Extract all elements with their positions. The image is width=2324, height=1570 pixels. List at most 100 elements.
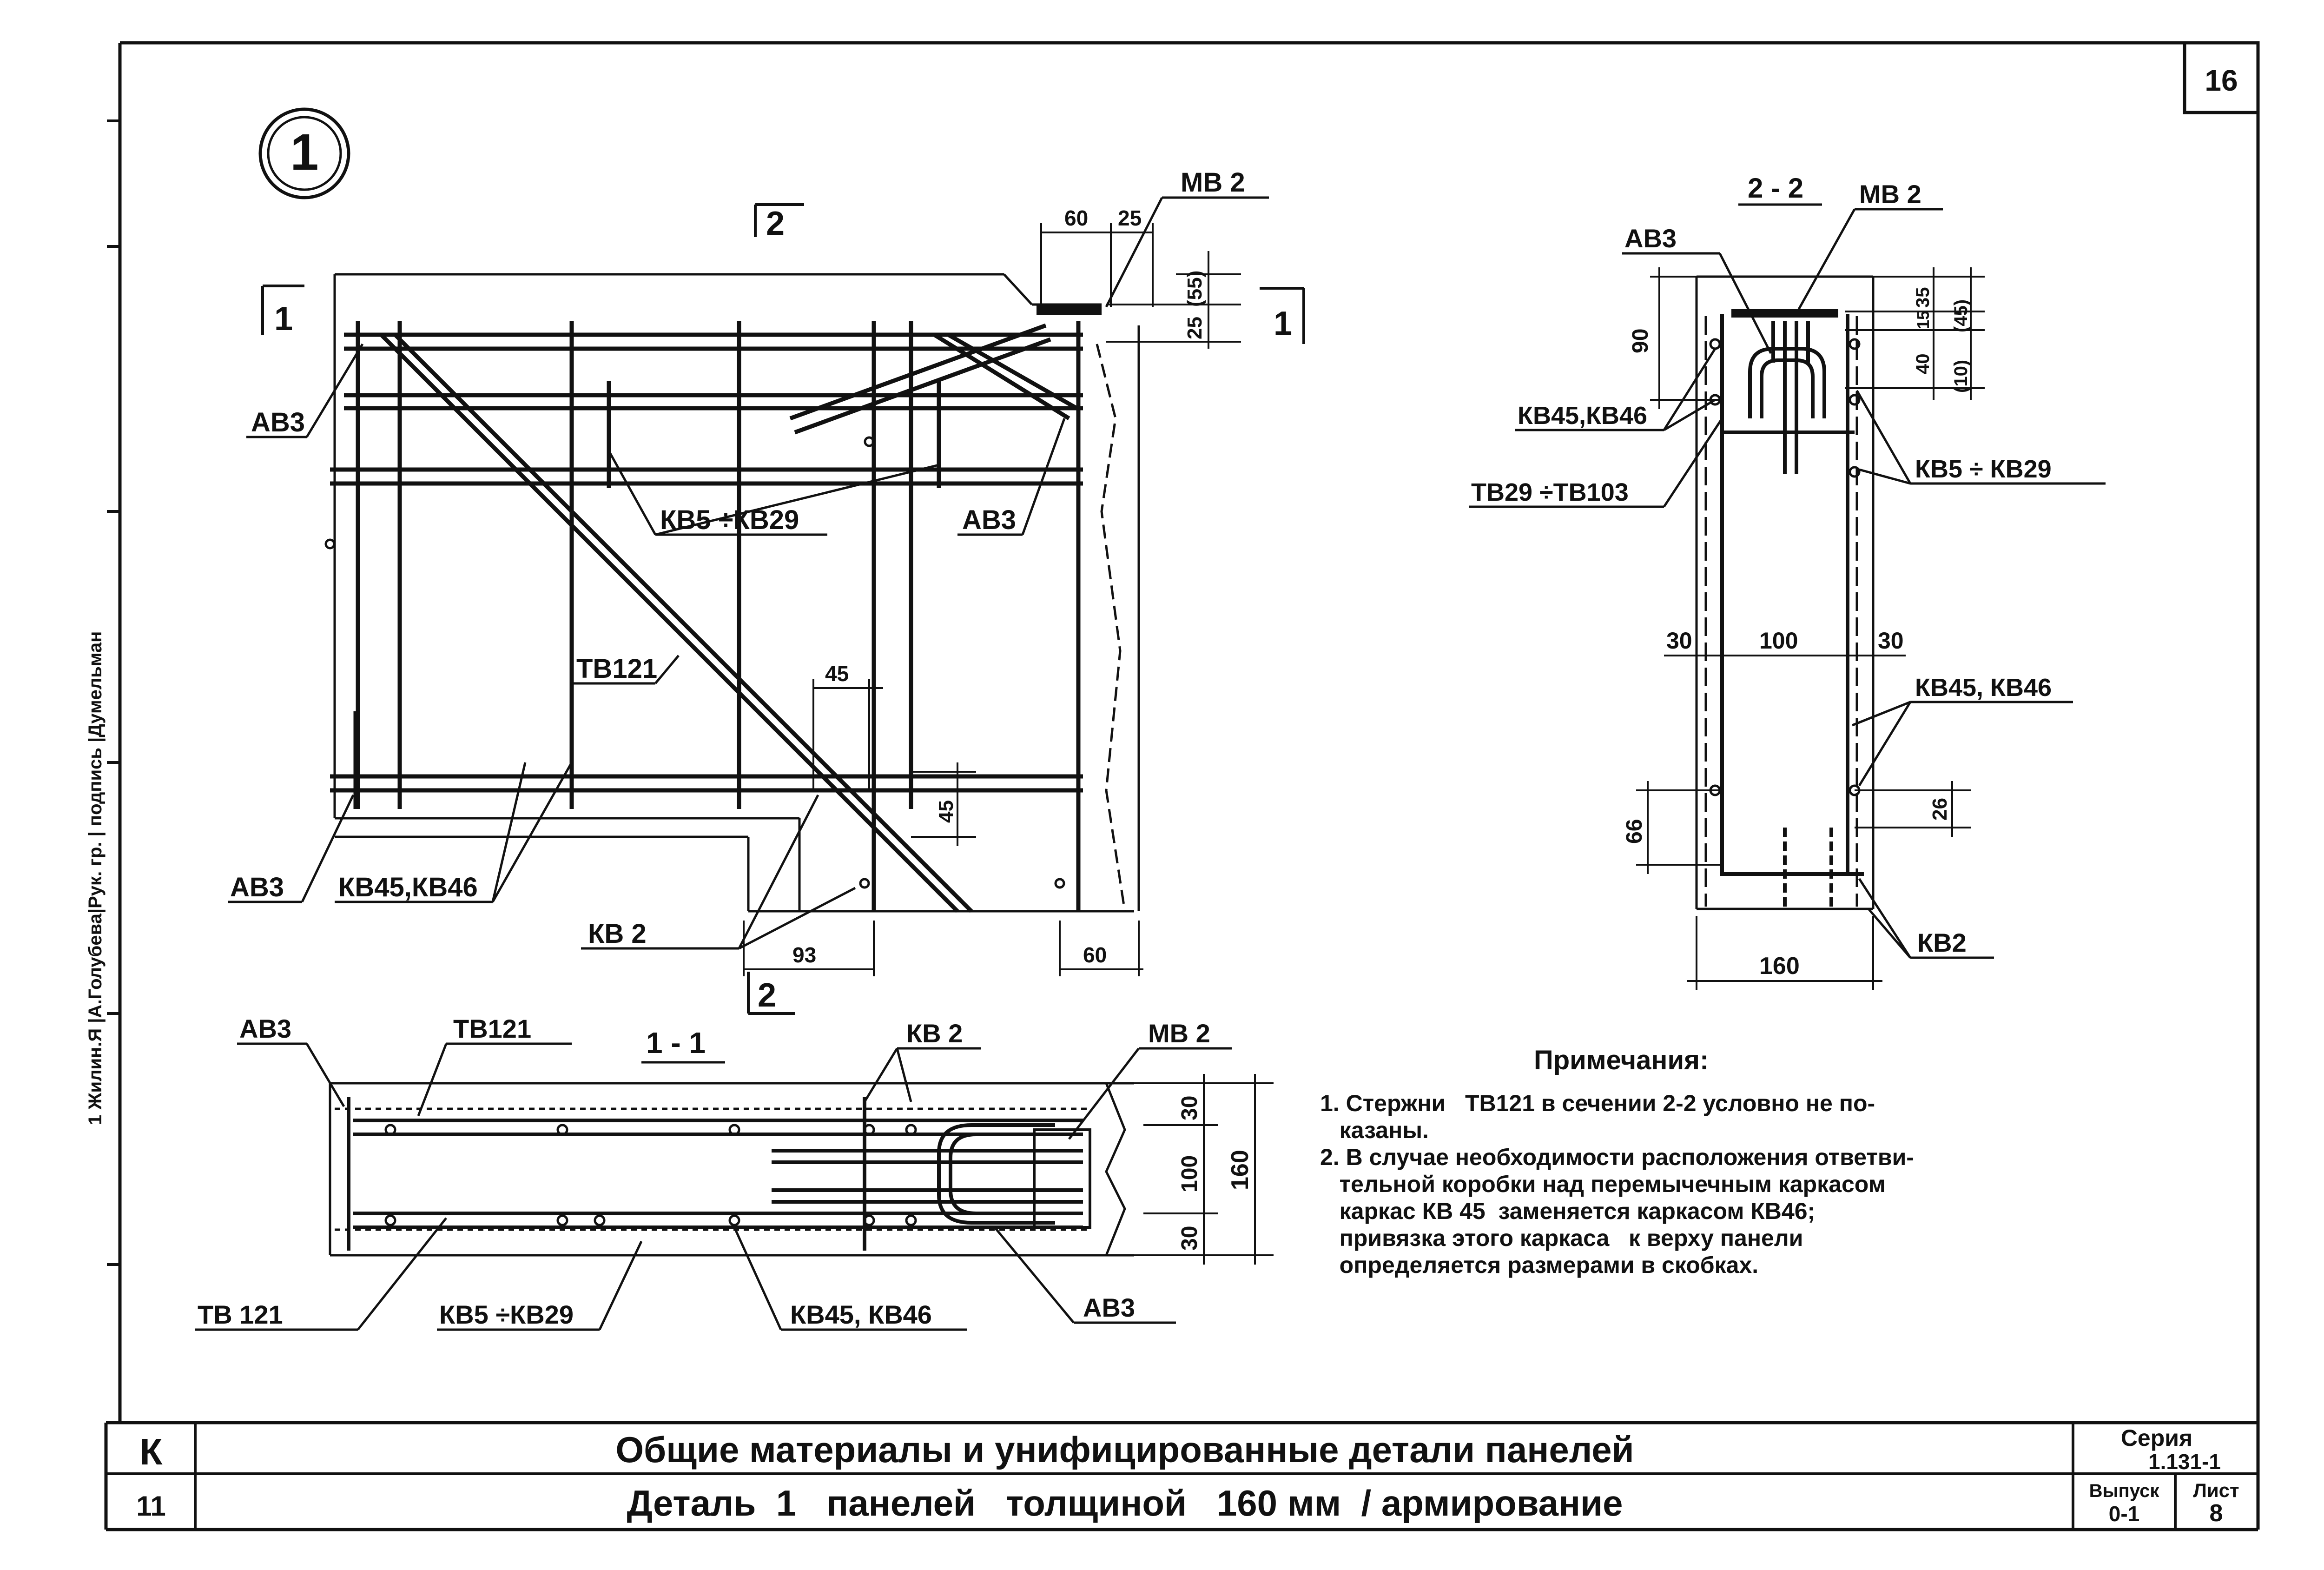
- title-sheet-mark: 11: [136, 1491, 165, 1522]
- s22-label-mv2: МВ 2: [1859, 179, 1921, 209]
- issue-label: Выпуск: [2089, 1481, 2160, 1501]
- s22-mv2-plate: [1731, 309, 1838, 318]
- section-1-1-bars: [347, 1097, 1083, 1251]
- notes-line-3: 2. В случае необходимости расположения о…: [1320, 1144, 1914, 1170]
- s22-label-kv5-kv29: КВ5 ÷ КВ29: [1915, 455, 2052, 483]
- s22-dim-45: (45): [1951, 299, 1971, 332]
- notes-line-7: определяется размерами в скобках.: [1320, 1252, 1758, 1278]
- s22-dim-30-left: 30: [1666, 628, 1692, 654]
- title-line-1: Общие материалы и унифицированные детали…: [615, 1429, 1634, 1470]
- s22-dim-10: (10): [1951, 360, 1971, 393]
- main-label-kv5-kv29: КВ5 ÷КВ29: [660, 505, 799, 535]
- main-label-mv2: МВ 2: [1181, 167, 1245, 198]
- s22-label-kv2: КВ2: [1917, 928, 1967, 957]
- s11-dim-160: 160: [1227, 1150, 1254, 1190]
- page-number: 16: [2205, 64, 2238, 97]
- section-2-2-outline: [1695, 275, 1875, 910]
- main-label-av3-left: АВ3: [251, 407, 305, 437]
- section-1-1-outline: [329, 1082, 1134, 1257]
- s22-dim-100: 100: [1759, 628, 1798, 654]
- sheet-frame: [104, 41, 2260, 1531]
- main-dim-60-top: 60: [1064, 206, 1088, 230]
- main-dim-25-top: 25: [1118, 206, 1142, 230]
- cut-mark-1-left: 1: [261, 285, 304, 338]
- cut-mark-2-bottom-label: 2: [758, 977, 776, 1014]
- embedded-plate-mv2: [1037, 305, 1102, 315]
- section-2-2-dimensions: [1636, 267, 1985, 990]
- side-stamp: 1 Жилин.Я |А.Голубева|Рук. гр. | подпись…: [85, 119, 120, 1266]
- section-2-2-leaders: [1469, 208, 2106, 959]
- s22-dim-15: 15: [1914, 311, 1933, 329]
- notes-line-2: казаны.: [1320, 1117, 1429, 1143]
- series-value: 1.131-1: [2148, 1450, 2221, 1474]
- section-2-2: 2 - 2: [1469, 172, 2106, 990]
- s22-dim-90: 90: [1628, 329, 1653, 353]
- title-code-letter: К: [140, 1431, 163, 1472]
- cut-mark-1-left-label: 1: [274, 300, 293, 338]
- s22-dim-30-right: 30: [1878, 628, 1904, 654]
- section-1-1-dimensions: [1116, 1074, 1274, 1265]
- issue-value: 0-1: [2109, 1502, 2139, 1526]
- section-1-1-dots: [384, 1124, 917, 1226]
- notes-line-4: тельной коробки над перемычечным каркасо…: [1320, 1171, 1886, 1197]
- section-2-2-bars: [1720, 314, 1864, 907]
- s22-dim-66: 66: [1622, 819, 1647, 844]
- s22-label-kv45-kv46-mid: КВ45, КВ46: [1915, 674, 2052, 702]
- main-view-dimensions: [743, 223, 1241, 976]
- cut-mark-1-right: 1: [1260, 287, 1305, 344]
- main-label-kv45-kv46: КВ45,КВ46: [338, 872, 478, 902]
- cut-mark-2-top-label: 2: [766, 205, 785, 242]
- main-label-tv121: ТВ121: [576, 654, 657, 684]
- main-dim-55: (55): [1183, 271, 1206, 307]
- cut-mark-2-top: 2: [754, 203, 804, 242]
- section-1-1: 1 - 1: [195, 1014, 1274, 1331]
- s11-label-kv2: КВ 2: [906, 1019, 963, 1048]
- concrete-outline: [333, 273, 1140, 913]
- horizontal-bars: [330, 332, 1083, 793]
- main-label-av3-right: АВ3: [962, 505, 1016, 535]
- main-view-leaders: [228, 196, 1269, 950]
- diagonal-bar-tb121: [379, 323, 1080, 913]
- cut-mark-2-bottom: 2: [747, 972, 795, 1015]
- s22-label-kv45-kv46-top: КВ45,КВ46: [1518, 402, 1647, 430]
- s11-label-tv121-top: ТВ121: [453, 1014, 531, 1043]
- s22-dim-35: 35: [1913, 287, 1933, 308]
- main-dim-25-side: 25: [1183, 317, 1206, 339]
- s11-label-kv45-kv46: КВ45, КВ46: [790, 1300, 932, 1329]
- section-1-1-title: 1 - 1: [646, 1026, 706, 1060]
- s22-dim-26: 26: [1928, 798, 1951, 821]
- section-1-1-leaders: [195, 1042, 1232, 1331]
- s11-label-mv2: МВ 2: [1148, 1019, 1210, 1048]
- s22-dim-40: 40: [1913, 354, 1933, 375]
- section-2-2-title: 2 - 2: [1748, 172, 1803, 204]
- sheet-value: 8: [2210, 1500, 2223, 1527]
- side-stamp-text: 1 Жилин.Я |А.Голубева|Рук. гр. | подпись…: [85, 631, 106, 1125]
- s11-dim-30-bottom: 30: [1177, 1226, 1202, 1251]
- notes-heading: Примечания:: [1534, 1045, 1709, 1075]
- cut-mark-1-right-label: 1: [1274, 305, 1292, 342]
- s22-label-tv29-tv103: ТВ29 ÷ТВ103: [1471, 478, 1629, 506]
- detail-marker: 1: [258, 107, 350, 199]
- notes-line-1: 1. Стержни ТВ121 в сечении 2-2 условно н…: [1320, 1090, 1875, 1116]
- notes: Примечания: 1. Стержни ТВ121 в сечении 2…: [1320, 1045, 1914, 1278]
- series-label: Серия: [2121, 1425, 2192, 1451]
- s11-dim-30-top: 30: [1177, 1096, 1202, 1120]
- main-label-av3-bottom: АВ3: [230, 872, 284, 902]
- main-dim-45-v: 45: [935, 800, 957, 823]
- main-dim-60-bottom: 60: [1083, 943, 1107, 967]
- s11-label-av3-bottom: АВ3: [1083, 1293, 1135, 1322]
- main-dim-93: 93: [792, 943, 816, 967]
- s22-dim-160: 160: [1759, 953, 1800, 980]
- detail-marker-number: 1: [290, 124, 318, 181]
- s22-label-av3: АВ3: [1624, 224, 1677, 253]
- s11-dim-100: 100: [1177, 1155, 1202, 1192]
- main-view: 2 2 1 1: [228, 167, 1305, 1015]
- title-block: К 11 Общие материалы и унифицированные д…: [106, 1423, 2258, 1530]
- notes-line-6: привязка этого каркаса к верху панели: [1320, 1225, 1803, 1251]
- rebar-dots: [324, 436, 1065, 889]
- main-label-kv2: КВ 2: [588, 919, 647, 949]
- sheet-label: Лист: [2193, 1479, 2239, 1501]
- s11-label-tv121-bottom: ТВ 121: [198, 1300, 283, 1329]
- page-number-box: 16: [2183, 41, 2260, 114]
